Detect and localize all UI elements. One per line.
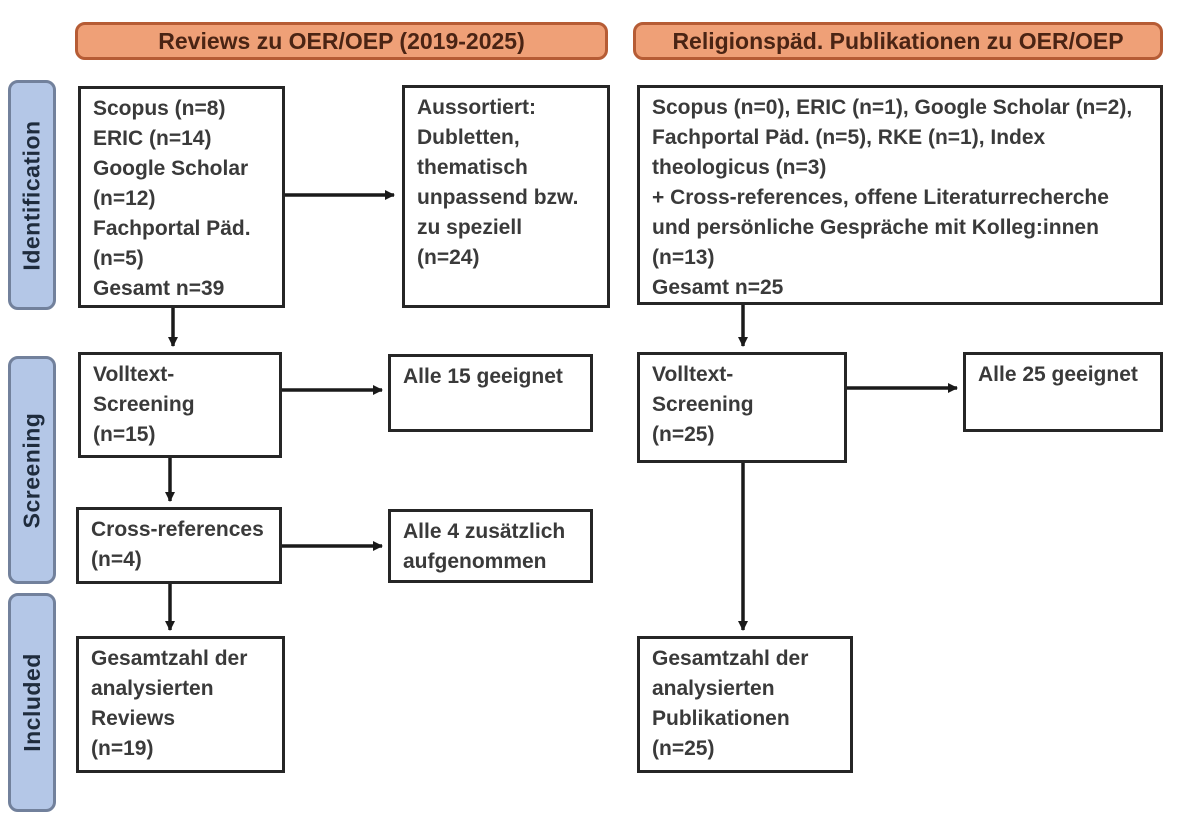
node-left-screening-result: Alle 15 geeignet	[388, 354, 593, 432]
node-left-excluded: Aussortiert: Dubletten, thematisch unpas…	[402, 85, 610, 308]
column-header-reviews: Reviews zu OER/OEP (2019-2025)	[75, 22, 608, 60]
node-right-sources: Scopus (n=0), ERIC (n=1), Google Scholar…	[637, 85, 1163, 305]
stage-label-included-text: Included	[18, 653, 45, 752]
node-left-cross-references-result: Alle 4 zusätzlich aufgenommen	[388, 509, 593, 583]
stage-label-identification: Identification	[8, 80, 56, 310]
node-left-cross-references: Cross-references (n=4)	[76, 507, 282, 584]
stage-label-screening-text: Screening	[18, 412, 45, 528]
column-header-religionspaed: Religionspäd. Publikationen zu OER/OEP	[633, 22, 1163, 60]
node-right-fulltext-screening: Volltext- Screening (n=25)	[637, 352, 847, 463]
node-right-screening-result: Alle 25 geeignet	[963, 352, 1163, 432]
node-left-sources: Scopus (n=8) ERIC (n=14) Google Scholar …	[78, 86, 285, 308]
node-left-fulltext-screening: Volltext- Screening (n=15)	[78, 352, 282, 458]
node-left-included-total: Gesamtzahl der analysierten Reviews (n=1…	[76, 636, 285, 773]
stage-label-included: Included	[8, 593, 56, 812]
column-header-reviews-label: Reviews zu OER/OEP (2019-2025)	[158, 27, 525, 54]
node-right-included-total: Gesamtzahl der analysierten Publikatione…	[637, 636, 853, 773]
column-header-religionspaed-label: Religionspäd. Publikationen zu OER/OEP	[672, 27, 1124, 54]
stage-label-screening: Screening	[8, 356, 56, 584]
stage-label-identification-text: Identification	[18, 119, 45, 271]
